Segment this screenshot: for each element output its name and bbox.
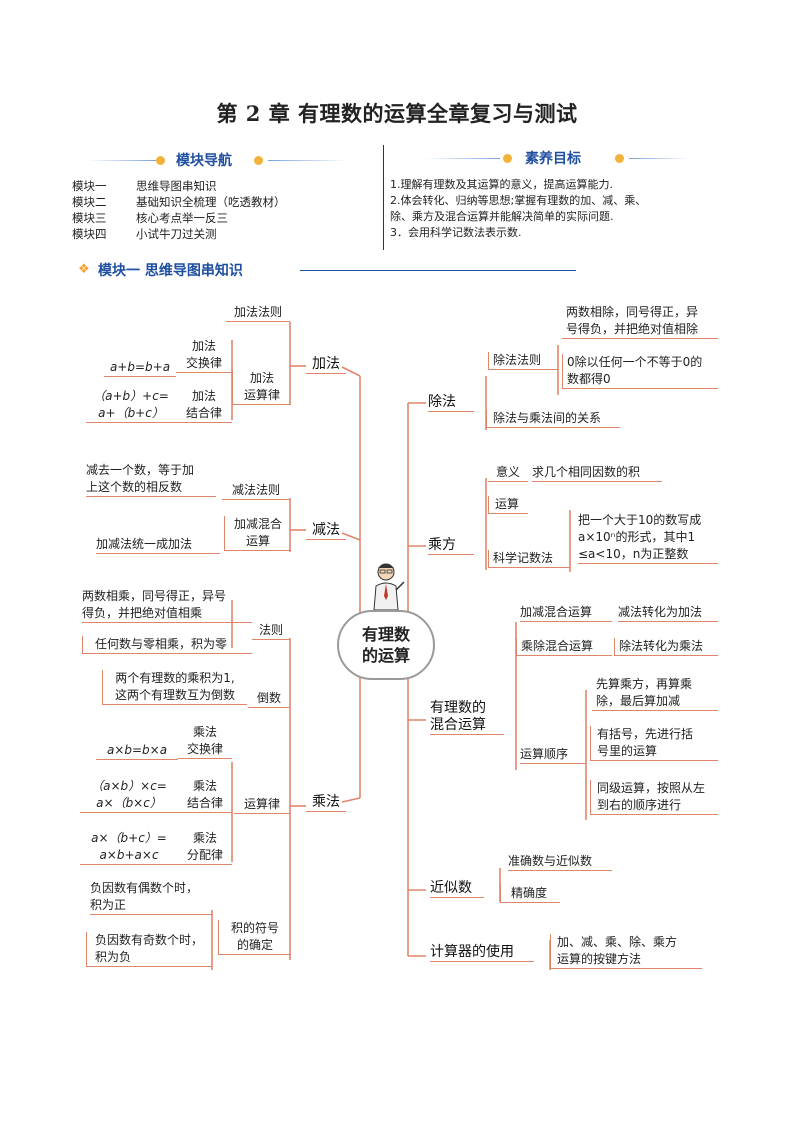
pow-op[interactable]: 运算	[488, 496, 528, 514]
nav-item[interactable]: 模块三核心考点举一反三	[72, 211, 228, 225]
approx-node[interactable]: 近似数	[430, 880, 484, 898]
section-heading: 模块一 思维导图串知识	[98, 263, 243, 279]
mul-dist-formula: a×（b+c）=a×b+a×c	[80, 830, 178, 865]
mul-sign-odd: 负因数有奇数个时，积为负	[86, 932, 212, 967]
mix-order-2: 有括号，先进行括号里的运算	[590, 726, 718, 761]
goal-line: 除、乘方及混合运算并能解决简单的实际问题.	[390, 210, 614, 223]
goals-heading: 素养目标	[525, 151, 581, 167]
mul-rule[interactable]: 法则	[252, 622, 290, 640]
div-rule-text-1: 两数相除，同号得正，异号得负，并把绝对值相除	[562, 304, 718, 339]
goals-header-dot-icon	[615, 154, 624, 163]
goal-line: 2.体会转化、归纳等思想;掌握有理数的加、减、乘、	[390, 194, 647, 207]
mul-recip[interactable]: 倒数	[248, 690, 290, 708]
teacher-figure	[366, 560, 406, 612]
nav-heading: 模块导航	[176, 153, 232, 169]
calc-text: 加、减、乘、除、乘方运算的按键方法	[550, 934, 702, 969]
mul-rule-text-1: 两数相乘，同号得正，异号得负，并把绝对值相乘	[82, 588, 252, 623]
add-comm-law[interactable]: 加法交换律	[176, 338, 232, 373]
div-rule[interactable]: 除法法则	[488, 352, 558, 370]
mul-assoc-law[interactable]: 乘法结合律	[178, 778, 232, 813]
goals-header-line-right	[629, 158, 689, 159]
mul-dist-law[interactable]: 乘法分配律	[178, 830, 232, 865]
goal-line: 3．会用科学记数法表示数.	[390, 226, 522, 239]
mix-order-3: 同级运算，按照从左到右的顺序进行	[590, 780, 718, 815]
nav-header: 模块导航	[88, 150, 358, 170]
nav-list: 模块一思维导图串知识 模块二基础知识全梳理（吃透教材） 模块三核心考点举一反三 …	[72, 178, 372, 242]
pow-meaning-text: 求几个相同因数的积	[532, 464, 662, 482]
div-rule-text-2: 0除以任何一个不等于0的数都得0	[562, 354, 718, 389]
nav-item[interactable]: 模块四小试牛刀过关测	[72, 227, 217, 241]
mix-order-1: 先算乘方，再算乘除，最后算加减	[592, 676, 718, 711]
sub-mixed-text: 加减法统一成加法	[96, 536, 220, 554]
mix-order[interactable]: 运算顺序	[520, 746, 586, 764]
sub-mixed[interactable]: 加减混合运算	[224, 516, 291, 551]
add-laws[interactable]: 加法运算律	[232, 370, 291, 405]
pow-sci[interactable]: 科学记数法	[488, 550, 570, 568]
add-assoc-law[interactable]: 加法结合律	[176, 388, 232, 423]
goal-line: 1.理解有理数及其运算的意义，提高运算能力.	[390, 178, 613, 191]
nav-header-line-right	[268, 160, 348, 161]
diamond-icon: ❖	[78, 262, 90, 277]
section-heading-line	[300, 270, 576, 271]
goals-header: 素养目标	[425, 148, 695, 168]
header-divider	[383, 145, 384, 250]
calc-node[interactable]: 计算器的使用	[430, 944, 534, 962]
mul-recip-text: 两个有理数的乘积为1,这两个有理数互为倒数	[102, 670, 247, 705]
center-node[interactable]: 有理数的运算	[337, 610, 435, 680]
approx-item-1[interactable]: 准确数与近似数	[508, 853, 612, 871]
nav-item[interactable]: 模块一思维导图串知识	[72, 179, 217, 193]
mul-rule-text-2: 任何数与零相乘，积为零	[82, 636, 252, 654]
nav-item[interactable]: 模块二基础知识全梳理（吃透教材）	[72, 195, 286, 209]
add-comm-formula: a+b=b+a	[104, 359, 176, 377]
add-assoc-formula: （a+b）+c=a+（b+c）	[86, 388, 176, 423]
sub-rule[interactable]: 减法法则	[222, 482, 290, 500]
mul-node[interactable]: 乘法	[306, 794, 346, 812]
mul-sign-even: 负因数有偶数个时，积为正	[90, 880, 212, 915]
section-heading-row: ❖ 模块一 思维导图串知识	[78, 260, 578, 280]
mul-assoc-formula: （a×b）×c=a×（b×c）	[80, 778, 178, 813]
sub-node[interactable]: 减法	[306, 522, 346, 540]
div-relation[interactable]: 除法与乘法间的关系	[486, 410, 620, 428]
sub-rule-text: 减去一个数，等于加上这个数的相反数	[86, 462, 216, 497]
mix-muldiv-text: 除法转化为乘法	[614, 638, 718, 656]
nav-header-dot-icon	[156, 156, 165, 165]
goals-header-dot-icon	[503, 154, 512, 163]
mul-laws[interactable]: 运算律	[234, 796, 290, 814]
mul-sign[interactable]: 积的符号的确定	[218, 920, 291, 955]
mix-node[interactable]: 有理数的混合运算	[430, 700, 504, 735]
pow-node[interactable]: 乘方	[428, 537, 474, 555]
add-rule[interactable]: 加法法则	[226, 304, 290, 322]
mix-muldiv[interactable]: 乘除混合运算	[516, 638, 612, 656]
div-node[interactable]: 除法	[428, 394, 474, 412]
mix-addsub-text: 减法转化为加法	[618, 604, 718, 622]
pow-meaning[interactable]: 意义	[488, 464, 528, 482]
teacher-icon	[373, 563, 405, 611]
nav-header-line-left	[88, 160, 156, 161]
nav-header-dot-icon	[254, 156, 263, 165]
add-node[interactable]: 加法	[306, 356, 346, 374]
goals-list: 1.理解有理数及其运算的意义，提高运算能力. 2.体会转化、归纳等思想;掌握有理…	[390, 177, 720, 241]
mul-comm-formula: a×b=b×a	[96, 742, 178, 760]
page-title: 第 2 章 有理数的运算全章复习与测试	[216, 101, 578, 126]
mul-comm-law[interactable]: 乘法交换律	[178, 724, 232, 759]
approx-item-2[interactable]: 精确度	[500, 885, 560, 903]
mix-addsub[interactable]: 加减混合运算	[520, 604, 612, 622]
goals-header-line-left	[425, 158, 500, 159]
